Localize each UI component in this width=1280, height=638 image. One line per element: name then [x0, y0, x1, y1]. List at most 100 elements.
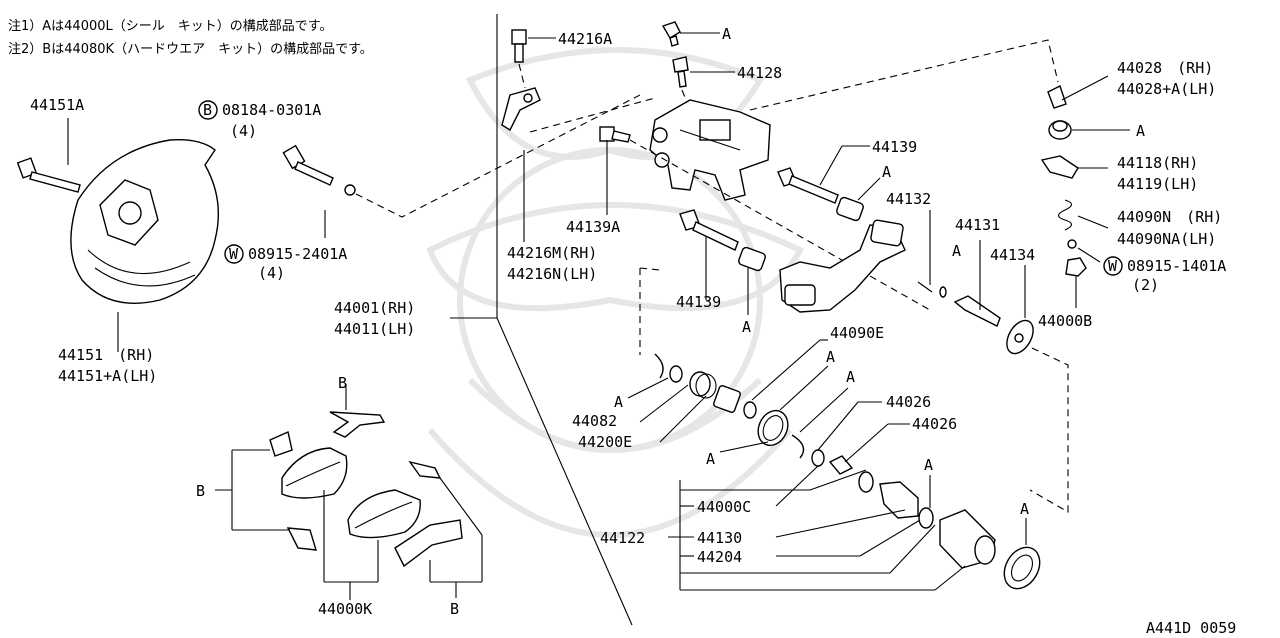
label-44151A: 44151A	[30, 96, 84, 114]
dashed-caliper-right	[749, 39, 1059, 111]
badge-washer-letter-2: W	[1108, 257, 1118, 275]
seal-44204[interactable]	[918, 507, 934, 529]
leader-44026a	[817, 401, 859, 451]
washer-08915-2401A[interactable]	[344, 184, 356, 196]
shim-right-top[interactable]	[408, 460, 442, 479]
label-08184-qty: (4)	[230, 122, 257, 140]
caliper-body-44001[interactable]	[649, 99, 771, 201]
note-2: 注2）Bは44080K（ハードウエア キット）の構成部品です。	[8, 42, 373, 57]
label-44011: 44011(LH)	[334, 320, 415, 338]
piston-44130[interactable]	[879, 481, 919, 519]
bleeder-44128[interactable]	[672, 56, 689, 88]
dashed-44139A	[629, 139, 931, 311]
label-dustA: A	[1020, 500, 1029, 518]
badge-washer-letter: W	[229, 245, 239, 263]
snap-ring-44090E-left[interactable]	[654, 353, 664, 379]
dashed-guide-shield	[355, 94, 641, 218]
leader-44090N	[1077, 215, 1109, 229]
washer-44000C[interactable]	[858, 471, 874, 493]
label-44132-A: A	[952, 242, 961, 260]
bolt-44139A[interactable]	[599, 126, 631, 143]
label-44082-A: A	[614, 393, 623, 411]
label-44139A: 44139A	[566, 218, 620, 236]
nut-44000B[interactable]	[1065, 257, 1087, 277]
spring-44090N[interactable]	[1057, 199, 1073, 231]
label-08184: 08184-0301A	[222, 101, 321, 119]
part-44026-plate[interactable]	[828, 455, 854, 475]
caliper-carrier[interactable]	[779, 219, 906, 313]
shim-left-top[interactable]	[269, 431, 293, 457]
washer-08915-1401A[interactable]	[1067, 239, 1077, 249]
bracket-hwB-left	[215, 449, 290, 531]
dust-shield-part[interactable]	[70, 139, 220, 304]
piston-cup[interactable]	[939, 509, 996, 569]
label-44132: 44132	[886, 190, 931, 208]
label-44204: 44204	[697, 548, 742, 566]
leader-ringA1	[779, 365, 829, 411]
snap-ring-mid[interactable]	[791, 434, 805, 459]
label-44200E: 44200E	[578, 433, 632, 451]
label-44139b: 44139	[676, 293, 721, 311]
ring-44082[interactable]	[669, 365, 683, 383]
bleeder-cap[interactable]	[661, 21, 681, 47]
bracket-44122	[668, 465, 966, 591]
adjuster-44131[interactable]	[953, 295, 1001, 327]
shim-left-bottom[interactable]	[286, 527, 317, 551]
bolt-08184[interactable]	[282, 144, 334, 186]
label-44000K: 44000K	[318, 600, 372, 618]
label-44130: 44130	[697, 529, 742, 547]
badge-washer-icon	[224, 244, 244, 264]
part-44132-ring[interactable]	[939, 286, 947, 298]
label-pistonA: A	[924, 456, 933, 474]
dust-boot-A[interactable]	[997, 541, 1047, 595]
guide-pin-44139-lower[interactable]	[679, 209, 766, 272]
dashed-44134	[1029, 347, 1069, 513]
brake-pad-inner[interactable]	[347, 489, 421, 539]
bracket-44000K	[323, 490, 379, 600]
label-44118: 44118(RH)	[1117, 154, 1198, 172]
seal-ring-large[interactable]	[753, 406, 794, 450]
label-44151-lh: 44151+A(LH)	[58, 367, 157, 385]
hardware-clip-top[interactable]	[329, 411, 386, 438]
label-08915-2401A-qty: (4)	[258, 264, 285, 282]
dashed-caliper-left	[529, 97, 656, 133]
pin-boot-upper[interactable]	[836, 196, 865, 222]
bracket-44118[interactable]	[1040, 155, 1079, 179]
label-08915-1401A-qty: (2)	[1132, 276, 1159, 294]
label-44028-rh: 44028 (RH)	[1117, 59, 1213, 77]
label-44028-lh: 44028+A(LH)	[1117, 80, 1216, 98]
bolt-44151A[interactable]	[16, 157, 81, 193]
diagram-id: A441D 0059	[1146, 619, 1236, 637]
leader-44028	[1061, 75, 1109, 101]
washer-44026a[interactable]	[811, 449, 825, 467]
label-44119: 44119(LH)	[1117, 175, 1198, 193]
bleeder-44028[interactable]	[1047, 85, 1067, 109]
label-44134: 44134	[990, 246, 1035, 264]
dashed-44216A	[518, 63, 526, 89]
label-44216A: 44216A	[558, 30, 612, 48]
boot-bleeder[interactable]	[1048, 120, 1072, 140]
spring-44200E[interactable]	[689, 371, 717, 399]
bolt-44216A[interactable]	[511, 29, 527, 63]
leader-08915-1401A	[1077, 247, 1101, 263]
part-44200E-ratchet[interactable]	[713, 385, 741, 413]
guide-pin-44139-upper[interactable]	[777, 167, 839, 204]
label-44131: 44131	[955, 216, 1000, 234]
divider-diagonal	[496, 317, 633, 626]
bracket-hwB-right	[429, 477, 483, 598]
label-hwB1: B	[338, 374, 347, 392]
leader-ringA2	[799, 387, 849, 433]
leader-sealA	[719, 441, 769, 453]
label-44128: 44128	[737, 64, 782, 82]
badge-bolt-letter: B	[203, 101, 212, 119]
bracket-44216M[interactable]	[501, 87, 541, 132]
shim-right-bottom[interactable]	[394, 519, 463, 568]
badge-bolt-icon	[198, 100, 218, 120]
dashed-piston-start-b	[639, 267, 661, 271]
label-44090N: 44090N (RH)	[1117, 208, 1222, 226]
plate-44134[interactable]	[1001, 316, 1038, 358]
brake-pad-outer[interactable]	[281, 447, 348, 499]
part-44132[interactable]	[917, 281, 933, 293]
label-topA: A	[722, 25, 731, 43]
ring-small[interactable]	[743, 401, 757, 419]
